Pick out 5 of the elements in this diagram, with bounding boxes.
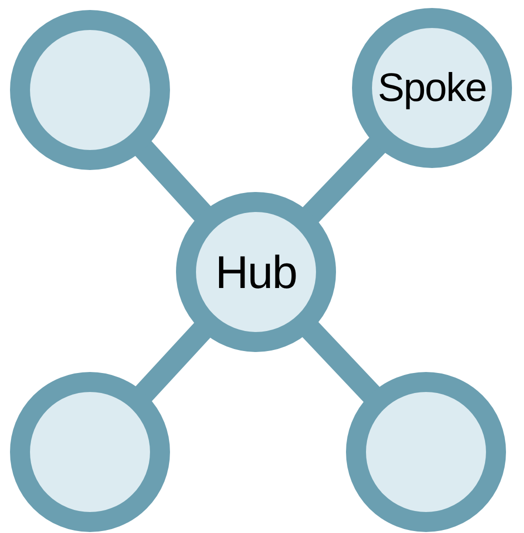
node-label: Hub [215, 245, 297, 299]
connector-line [134, 322, 212, 402]
connector-line [134, 140, 212, 222]
connector-line [302, 136, 386, 224]
node-label: Spoke [378, 66, 486, 110]
